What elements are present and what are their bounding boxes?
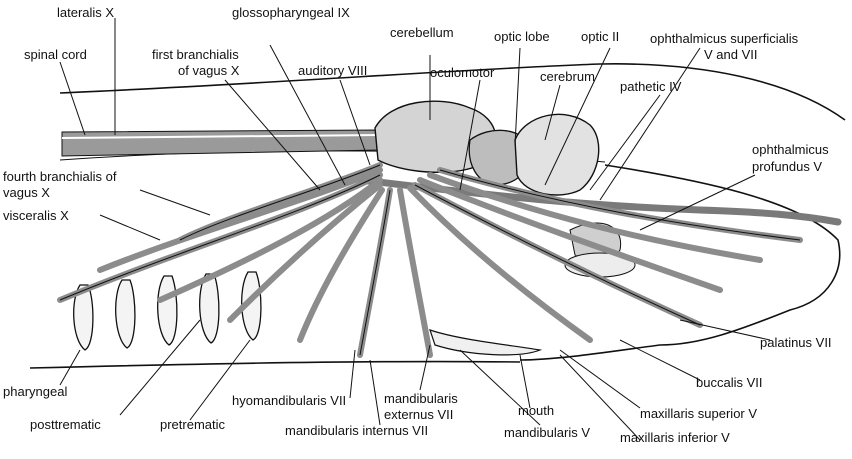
label-ophthalmicus-profundus-1: ophthalmicus	[752, 143, 829, 157]
label-glossopharyngeal: glossopharyngeal IX	[232, 6, 350, 20]
label-posttrematic: posttrematic	[30, 418, 101, 432]
label-mandibularis-v: mandibularis V	[504, 426, 590, 440]
mouth-shape	[430, 330, 540, 355]
label-mouth: mouth	[518, 404, 554, 418]
label-maxillaris-inferior: maxillaris inferior V	[620, 431, 730, 445]
label-spinal-cord: spinal cord	[24, 48, 87, 62]
label-lateralis: lateralis X	[57, 6, 114, 20]
label-first-branchialis-1: first branchialis	[152, 48, 239, 62]
label-mandibularis-internus: mandibularis internus VII	[285, 424, 428, 438]
label-mandibularis-externus-2: externus VII	[384, 408, 453, 422]
label-hyomandibularis: hyomandibularis VII	[232, 394, 346, 408]
label-cerebrum: cerebrum	[540, 70, 595, 84]
label-palatinus: palatinus VII	[760, 336, 832, 350]
label-maxillaris-superior: maxillaris superior V	[640, 407, 757, 421]
label-fourth-branchialis-2: vagus X	[3, 186, 50, 200]
label-visceralis: visceralis X	[3, 209, 69, 223]
label-ophthalmicus-superficialis-1: ophthalmicus superficialis	[650, 32, 798, 46]
cerebrum-shape	[515, 114, 599, 195]
label-first-branchialis-2: of vagus X	[178, 64, 239, 78]
label-pretrematic: pretrematic	[160, 418, 225, 432]
spinal-cord	[62, 130, 380, 156]
label-optic-lobe: optic lobe	[494, 30, 550, 44]
gill-slit	[200, 274, 219, 343]
label-pathetic: pathetic IV	[620, 80, 681, 94]
label-optic-ii: optic II	[581, 30, 619, 44]
label-fourth-branchialis-1: fourth branchialis of	[3, 170, 116, 184]
label-cerebellum: cerebellum	[390, 26, 454, 40]
label-pharyngeal: pharyngeal	[3, 385, 67, 399]
label-ophthalmicus-profundus-2: profundus V	[752, 160, 822, 174]
label-oculomotor: oculomotor	[430, 66, 494, 80]
lower-body-outline	[30, 362, 520, 368]
gill-slit	[158, 276, 177, 345]
label-buccalis: buccalis VII	[696, 376, 762, 390]
gill-slit	[116, 280, 135, 348]
label-auditory: auditory VIII	[298, 64, 367, 78]
label-ophthalmicus-superficialis-2: V and VII	[704, 48, 757, 62]
label-mandibularis-externus-1: mandibularis	[384, 392, 458, 406]
